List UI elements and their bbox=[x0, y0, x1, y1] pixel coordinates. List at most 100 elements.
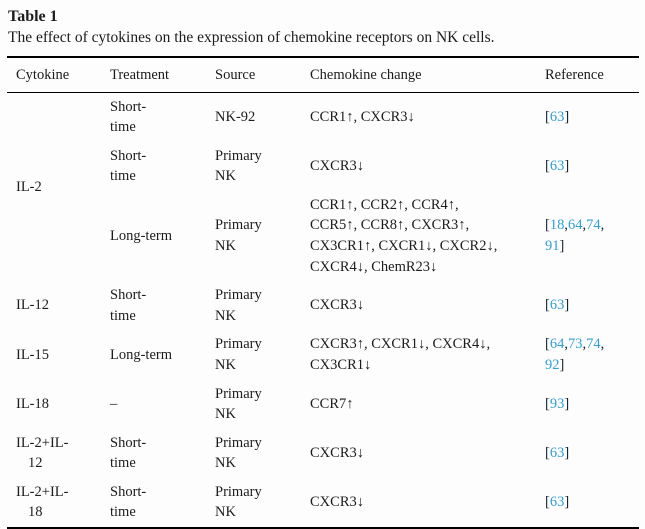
citation-bracket: [ bbox=[545, 444, 550, 461]
cell-cytokine: IL-12 bbox=[16, 297, 50, 314]
citation-separator: , bbox=[564, 336, 568, 353]
citation-separator: , bbox=[582, 336, 587, 353]
table-row: IL-2+IL- 12 Short- time Primary NK CXCR3… bbox=[7, 429, 639, 478]
citation-bracket: ] bbox=[559, 238, 565, 255]
citation-bracket: [ bbox=[545, 336, 550, 353]
cell-treatment: – bbox=[110, 395, 118, 412]
citation-bracket: ] bbox=[564, 297, 570, 314]
cell-cytokine: IL-15 bbox=[16, 346, 50, 363]
citation-link[interactable]: 93 bbox=[549, 395, 565, 412]
cell-chemokine-change: CXCR3↓ bbox=[310, 297, 364, 314]
citation-link[interactable]: 92 bbox=[545, 356, 560, 373]
citation-group: [63] bbox=[545, 443, 569, 464]
cell-source: Primary NK bbox=[215, 336, 262, 373]
table-row: IL-2+IL- 18 Short- time Primary NK CXCR3… bbox=[7, 478, 639, 528]
cell-chemokine-change: CXCR3↓ bbox=[310, 494, 364, 511]
citation-group: [64,73,74,92] bbox=[545, 334, 617, 375]
cell-source: Primary NK bbox=[215, 483, 262, 521]
cell-treatment: Short- time bbox=[110, 483, 147, 521]
citation-link[interactable]: 63 bbox=[549, 297, 565, 314]
citation-link[interactable]: 63 bbox=[549, 108, 565, 125]
cell-chemokine-change: CCR1↑, CCR2↑, CCR4↑, CCR5↑, CCR8↑, CXCR3… bbox=[310, 196, 498, 275]
column-header-chemokine-change: Chemokine change bbox=[302, 57, 539, 93]
citation-bracket: ] bbox=[559, 356, 565, 373]
table-row: Long-term Primary NK CCR1↑, CCR2↑, CCR4↑… bbox=[7, 191, 639, 281]
citation-group: [63] bbox=[545, 492, 569, 513]
citation-group: [63] bbox=[545, 156, 569, 177]
citation-group: [93] bbox=[545, 394, 569, 415]
cell-reference: [64,73,74,92] bbox=[539, 330, 639, 379]
citation-link[interactable]: 74 bbox=[586, 336, 601, 353]
citation-group: [63] bbox=[545, 107, 569, 128]
citation-bracket: [ bbox=[545, 395, 550, 412]
citation-bracket: ] bbox=[564, 158, 570, 175]
column-header-source: Source bbox=[206, 57, 302, 93]
citation-bracket: [ bbox=[545, 217, 550, 234]
citation-bracket: ] bbox=[564, 444, 570, 461]
cytokine-chemokine-table: Cytokine Treatment Source Chemokine chan… bbox=[7, 56, 639, 529]
table-row: IL-2 Short- time NK-92 CCR1↑, CXCR3↓ [63… bbox=[7, 92, 639, 195]
citation-bracket: ] bbox=[564, 494, 570, 511]
cell-source: Primary NK bbox=[215, 217, 262, 255]
table-header: Cytokine Treatment Source Chemokine chan… bbox=[7, 57, 639, 93]
table-caption-label: Table 1 bbox=[8, 8, 58, 25]
cell-reference: [63] bbox=[539, 281, 639, 330]
citation-bracket: ] bbox=[564, 395, 570, 412]
citation-link[interactable]: 74 bbox=[586, 217, 601, 234]
table-body: IL-2 Short- time NK-92 CCR1↑, CXCR3↓ [63… bbox=[7, 92, 639, 528]
cell-source: Primary NK bbox=[215, 385, 262, 423]
cell-cytokine: IL-2 bbox=[16, 178, 42, 195]
citation-separator: , bbox=[600, 336, 605, 353]
cell-chemokine-change: CXCR3↑, CXCR1↓, CXCR4↓, CX3CR1↓ bbox=[310, 336, 491, 373]
cell-treatment: Short- time bbox=[110, 147, 147, 185]
citation-bracket: [ bbox=[545, 158, 550, 175]
cell-source: Primary NK bbox=[215, 147, 262, 185]
column-header-cytokine: Cytokine bbox=[7, 57, 102, 93]
citation-link[interactable]: 73 bbox=[567, 336, 583, 353]
citation-link[interactable]: 63 bbox=[549, 444, 565, 461]
cell-treatment: Long-term bbox=[110, 346, 173, 363]
citation-group: [18,64,74,91] bbox=[545, 215, 617, 256]
cell-source: NK-92 bbox=[215, 108, 256, 125]
cell-source: Primary NK bbox=[215, 434, 262, 472]
citation-separator: , bbox=[600, 217, 605, 234]
cell-treatment: Long-term bbox=[110, 227, 173, 244]
citation-link[interactable]: 63 bbox=[549, 158, 565, 175]
cell-reference: [63] bbox=[539, 92, 639, 142]
citation-bracket: ] bbox=[564, 108, 570, 125]
cell-reference: [63] bbox=[539, 142, 639, 191]
cell-cytokine: IL-2+IL- 12 bbox=[16, 434, 69, 472]
cell-chemokine-change: CXCR3↓ bbox=[310, 158, 364, 175]
cell-chemokine-change: CXCR3↓ bbox=[310, 444, 364, 461]
column-header-reference: Reference bbox=[539, 57, 639, 93]
cell-reference: [18,64,74,91] bbox=[539, 191, 639, 281]
cell-cytokine: IL-18 bbox=[16, 395, 50, 412]
citation-link[interactable]: 64 bbox=[567, 217, 583, 234]
cell-treatment: Short- time bbox=[110, 287, 147, 324]
citation-separator: , bbox=[564, 217, 568, 234]
cell-reference: [93] bbox=[539, 380, 639, 429]
citation-link[interactable]: 63 bbox=[549, 494, 565, 511]
cell-chemokine-change: CCR1↑, CXCR3↓ bbox=[310, 108, 415, 125]
table-row: Short- time Primary NK CXCR3↓ [63] bbox=[7, 142, 639, 191]
cell-reference: [63] bbox=[539, 478, 639, 528]
citation-separator: , bbox=[582, 217, 587, 234]
cell-treatment: Short- time bbox=[110, 98, 147, 136]
citation-bracket: [ bbox=[545, 297, 550, 314]
citation-group: [63] bbox=[545, 295, 569, 316]
column-header-treatment: Treatment bbox=[102, 57, 206, 93]
cell-chemokine-change: CCR7↑ bbox=[310, 395, 354, 412]
cell-reference: [63] bbox=[539, 429, 639, 478]
citation-link[interactable]: 91 bbox=[545, 238, 560, 255]
table-row: IL-18 – Primary NK CCR7↑ [93] bbox=[7, 380, 639, 429]
table-row: IL-12 Short- time Primary NK CXCR3↓ [63] bbox=[7, 281, 639, 330]
table-row: IL-15 Long-term Primary NK CXCR3↑, CXCR1… bbox=[7, 330, 639, 379]
table-caption-description: The effect of cytokines on the expressio… bbox=[8, 29, 495, 46]
citation-bracket: [ bbox=[545, 108, 550, 125]
header-row: Cytokine Treatment Source Chemokine chan… bbox=[7, 57, 639, 93]
cell-treatment: Short- time bbox=[110, 434, 147, 472]
cell-source: Primary NK bbox=[215, 287, 262, 324]
citation-link[interactable]: 64 bbox=[549, 336, 565, 353]
citation-link[interactable]: 18 bbox=[549, 217, 565, 234]
